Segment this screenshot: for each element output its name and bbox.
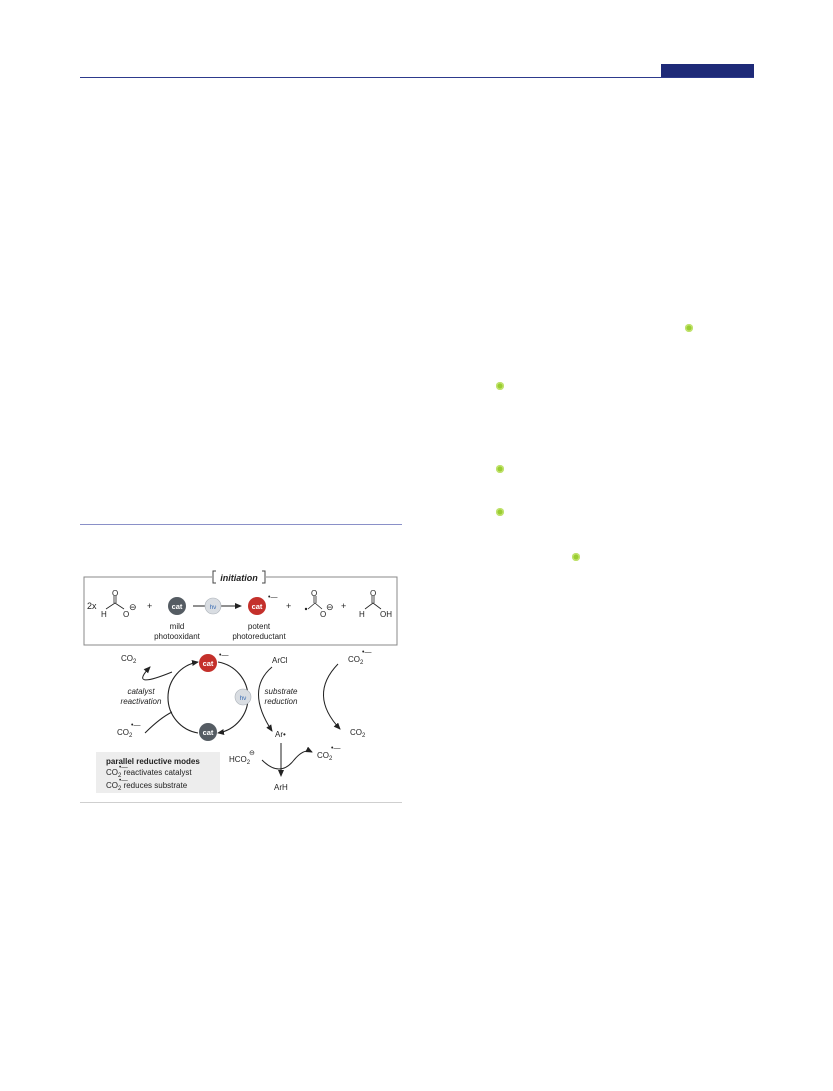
o-atom: O: [123, 610, 129, 619]
svg-text:•—: •—: [131, 722, 140, 729]
legend-title: parallel reductive modes: [106, 757, 200, 766]
h-atom: H: [101, 610, 107, 619]
figure-bottom-rule: [80, 802, 402, 803]
svg-text:cat: cat: [252, 602, 263, 611]
cat-radical-anion-cycle: [199, 654, 217, 672]
svg-text:cat: cat: [203, 659, 214, 668]
svg-text:H: H: [359, 610, 365, 619]
negative-charge: ⊖: [129, 602, 137, 612]
substrate-arc: [258, 666, 273, 732]
svg-text:hν: hν: [240, 695, 247, 702]
header-rule: [80, 77, 754, 78]
co2-radical-anion-structure: O O ⊖: [304, 589, 334, 619]
photooxidant-label: photooxidant: [154, 632, 201, 641]
svg-text:•—: •—: [119, 777, 128, 784]
co2-left-top: CO2: [121, 654, 137, 665]
aryl-radical-label: Ar•: [275, 730, 286, 739]
formate-label: HCO2: [229, 755, 251, 766]
header-color-tab: [661, 64, 754, 77]
catalyst-reactivation-label: catalyst: [127, 687, 155, 696]
arh-label: ArH: [274, 783, 288, 792]
svg-text:reduction: reduction: [265, 697, 298, 706]
substrate-reduction-label: substrate: [265, 687, 298, 696]
svg-text:⊖: ⊖: [249, 750, 255, 757]
cat-radical-anion: [248, 597, 266, 615]
svg-text:OH: OH: [380, 610, 392, 619]
parallel-modes-legend: [96, 752, 220, 793]
svg-text:•—: •—: [331, 745, 340, 752]
hat-arrow: [261, 746, 313, 770]
svg-text:O: O: [320, 610, 326, 619]
svg-text:⊖: ⊖: [326, 602, 334, 612]
co2-radical-anion-left: CO2: [117, 728, 133, 739]
svg-text:cat: cat: [203, 728, 214, 737]
figure-top-rule: [80, 524, 402, 525]
legend-line-2: CO2 reduces substrate: [106, 781, 188, 792]
formic-acid-structure: H O OH: [359, 589, 392, 619]
co2-radical-anion-right: CO2: [348, 655, 364, 666]
co2-radical-anion-product: CO2: [317, 751, 333, 762]
co2-release-arrow: [142, 666, 173, 681]
mild-label: mild: [170, 622, 185, 631]
co2-oxidation-arc: [323, 663, 341, 730]
svg-text:•—: •—: [362, 649, 371, 656]
initiation-label: initiation: [220, 573, 258, 583]
formate-structure: H O O ⊖: [101, 589, 137, 619]
radical-anion-sign: •—: [268, 594, 277, 601]
arcl-label: ArCl: [272, 656, 288, 665]
co2-right-bottom: CO2: [350, 728, 366, 739]
reference-marker-icon[interactable]: [572, 553, 580, 561]
reference-marker-icon[interactable]: [496, 465, 504, 473]
svg-text:O: O: [370, 589, 376, 598]
o-atom: O: [112, 589, 118, 598]
hv-bubble-icon: [204, 597, 222, 615]
legend-line-1: CO2 reactivates catalyst: [106, 768, 192, 779]
cat-ground-cycle: [199, 723, 217, 741]
potent-label: potent: [248, 622, 271, 631]
reference-marker-icon[interactable]: [496, 508, 504, 516]
two-x-label: 2x: [87, 601, 97, 611]
svg-text:hν: hν: [210, 604, 217, 611]
svg-text:O: O: [311, 589, 317, 598]
reference-marker-icon[interactable]: [685, 324, 693, 332]
reference-marker-icon[interactable]: [496, 382, 504, 390]
cat-ground-state: [168, 597, 186, 615]
plus-sign: +: [147, 601, 152, 611]
plus-sign: +: [341, 601, 346, 611]
plus-sign: +: [286, 601, 291, 611]
co2-input-arrow: [144, 711, 173, 734]
svg-text:cat: cat: [172, 602, 183, 611]
reactivation-arc: [167, 660, 199, 734]
svg-text:reactivation: reactivation: [121, 697, 162, 706]
photoreductant-label: photoreductant: [232, 632, 286, 641]
svg-text:•—: •—: [119, 764, 128, 771]
hv-bubble-icon: [234, 688, 252, 706]
svg-text:•—: •—: [219, 652, 228, 659]
